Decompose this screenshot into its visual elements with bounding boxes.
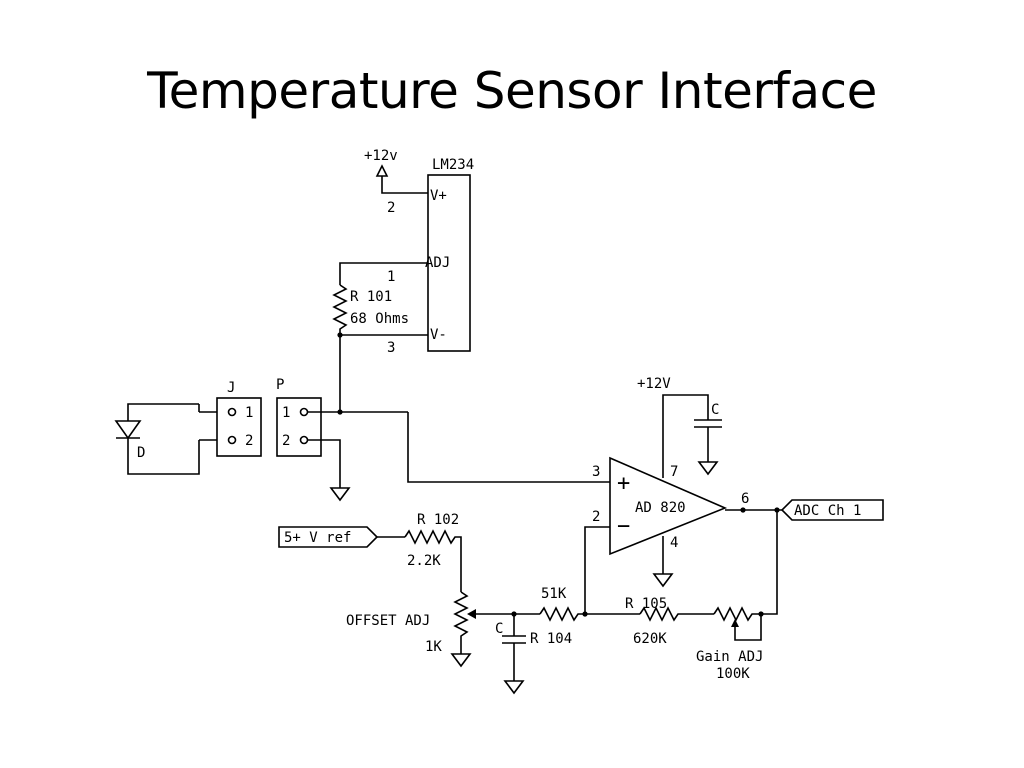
connector-p-pin1: 1 [282,405,290,421]
connector-j-pin2: 2 [245,433,253,449]
lm234-pin3-number: 3 [387,340,395,356]
lm234-pin1-number: 1 [387,269,395,285]
diode-symbol: D [114,403,200,475]
r101-resistor [332,284,348,412]
r101-name: R 101 [350,289,392,305]
gain-pot-value: 100K [716,666,750,682]
r102-resistor [404,529,462,592]
lm234-supply-label: +12v [364,148,398,164]
lm234-chip: LM234 V+ ADJ V- 2 1 3 [387,157,474,356]
r102-value: 2.2K [407,553,441,569]
connector-p-pin2: 2 [282,433,290,449]
r104-resistor [539,606,585,622]
opamp-supply-label: +12V [637,376,671,392]
connector-j-label: J [227,380,235,396]
vref-port-label: 5+ V ref [284,530,351,546]
ground-symbol-p [329,487,351,502]
offset-pot [453,591,469,654]
connector-p-label: P [276,377,284,393]
opamp-pin7: 7 [670,464,678,480]
ground-symbol-cap [697,461,719,476]
offset-pot-name: OFFSET ADJ [346,613,430,629]
ground-symbol-pot [450,653,472,668]
lm234-pin2-number: 2 [387,200,395,216]
opamp-name: AD 820 [635,500,686,516]
ground-symbol-filter [503,680,525,695]
r104-value: 51K [541,586,567,602]
connector-j-pin1: 1 [245,405,253,421]
supply-arrow-lm234: +12v [364,148,428,194]
ground-symbol-opamp [652,573,674,588]
lm234-pin-vplus: V+ [430,188,447,204]
connector-j: J 1 2 [216,380,262,457]
r102-name: R 102 [417,512,459,528]
r105-name: R 105 [625,596,667,612]
gain-pot: Gain ADJ 100K [696,606,764,682]
opamp-pin3: 3 [592,464,600,480]
capacitor-supply: C [694,402,722,476]
opamp-pin6: 6 [741,491,749,507]
opamp-minus-sign: − [617,514,630,539]
gain-pot-name: Gain ADJ [696,649,763,665]
output-port-label: ADC Ch 1 [794,503,861,519]
slide-title: Temperature Sensor Interface [147,62,877,120]
opamp-ad820: + − AD 820 3 2 6 7 4 [592,456,749,556]
offset-pot-value: 1K [425,639,442,655]
opamp-pin4: 4 [670,535,678,551]
capacitor-filter-label: C [495,621,503,637]
output-port-adc: ADC Ch 1 [780,499,884,521]
r104-name: R 104 [530,631,572,647]
opamp-pin2: 2 [592,509,600,525]
capacitor-filter: C [495,614,526,695]
opamp-plus-sign: + [617,471,630,496]
lm234-pin-adj: ADJ [425,255,450,271]
lm234-name: LM234 [432,157,474,173]
r105-resistor [639,606,714,622]
connector-p: P 1 2 [276,377,322,457]
r105-value: 620K [633,631,667,647]
r101-value: 68 Ohms [350,311,409,327]
lm234-pin-vminus: V- [430,327,447,343]
capacitor-supply-label: C [711,402,719,418]
vref-port: 5+ V ref [278,526,379,548]
diode-label: D [137,445,145,461]
